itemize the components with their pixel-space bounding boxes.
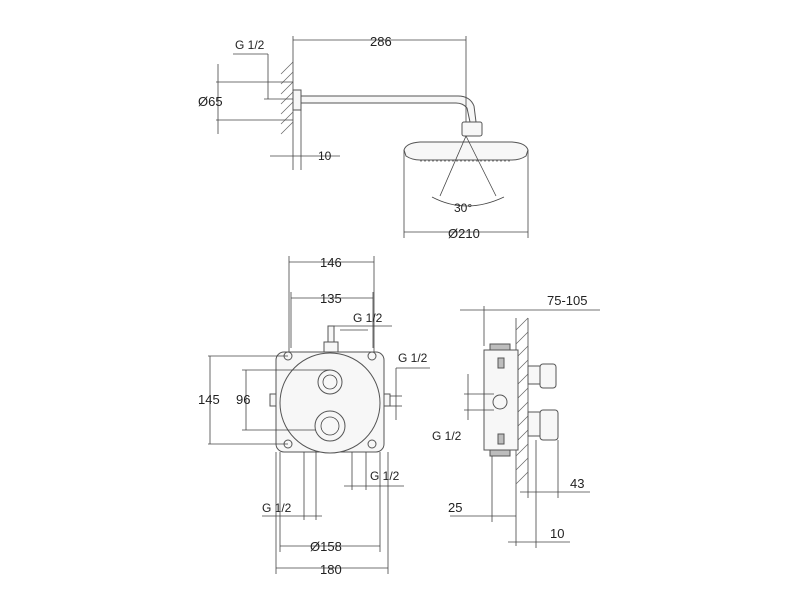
dim-180-text: 180	[320, 562, 342, 577]
dim-43-text: 43	[570, 476, 584, 491]
dim-front-g12-top-text: G 1/2	[353, 311, 383, 325]
temperature-handle	[317, 369, 343, 395]
shower-arm	[300, 95, 477, 123]
dim-front-g12-bottom-left-text: G 1/2	[262, 501, 292, 515]
dim-145-text: 145	[198, 392, 220, 407]
dim-286-text: 286	[370, 34, 392, 49]
dim-135-text: 135	[320, 291, 342, 306]
dim-d210-text: Ø210	[448, 226, 480, 241]
ball-joint	[461, 121, 483, 137]
dim-10-top-text: 10	[318, 149, 332, 163]
flow-handle	[314, 410, 346, 442]
wall-hatch	[280, 61, 294, 135]
shower-arm-view: 286 G 1/2 Ø65 10 30° Ø210	[198, 34, 529, 241]
top-inlet	[323, 341, 339, 353]
dim-side-g12-text: G 1/2	[432, 429, 462, 443]
dim-top-g12-text: G 1/2	[235, 38, 265, 52]
side-inlet	[492, 394, 508, 410]
thermostat-side-view: 75-105 G 1/2 25 43 10	[432, 293, 600, 548]
dim-146-text: 146	[320, 255, 342, 270]
dim-75-105-text: 75-105	[547, 293, 587, 308]
dim-96-text: 96	[236, 392, 250, 407]
thermostat-front-view: 146 135 G 1/2 G 1/2 145 96 G 1/2	[198, 255, 430, 577]
dim-d65-text: Ø65	[198, 94, 223, 109]
wall-flange	[292, 89, 302, 111]
dim-front-g12-bottom-right-text: G 1/2	[370, 469, 400, 483]
side-handle-lower	[539, 409, 559, 441]
shower-head	[403, 141, 529, 161]
dim-10-side-text: 10	[550, 526, 564, 541]
dim-front-g12-right-text: G 1/2	[398, 351, 428, 365]
angle-30-text: 30°	[454, 201, 472, 215]
cover-plate	[279, 352, 381, 454]
angle-arc	[431, 196, 505, 207]
side-handle-upper	[539, 363, 557, 389]
dim-d158-text: Ø158	[310, 539, 342, 554]
dim-25-text: 25	[448, 500, 462, 515]
